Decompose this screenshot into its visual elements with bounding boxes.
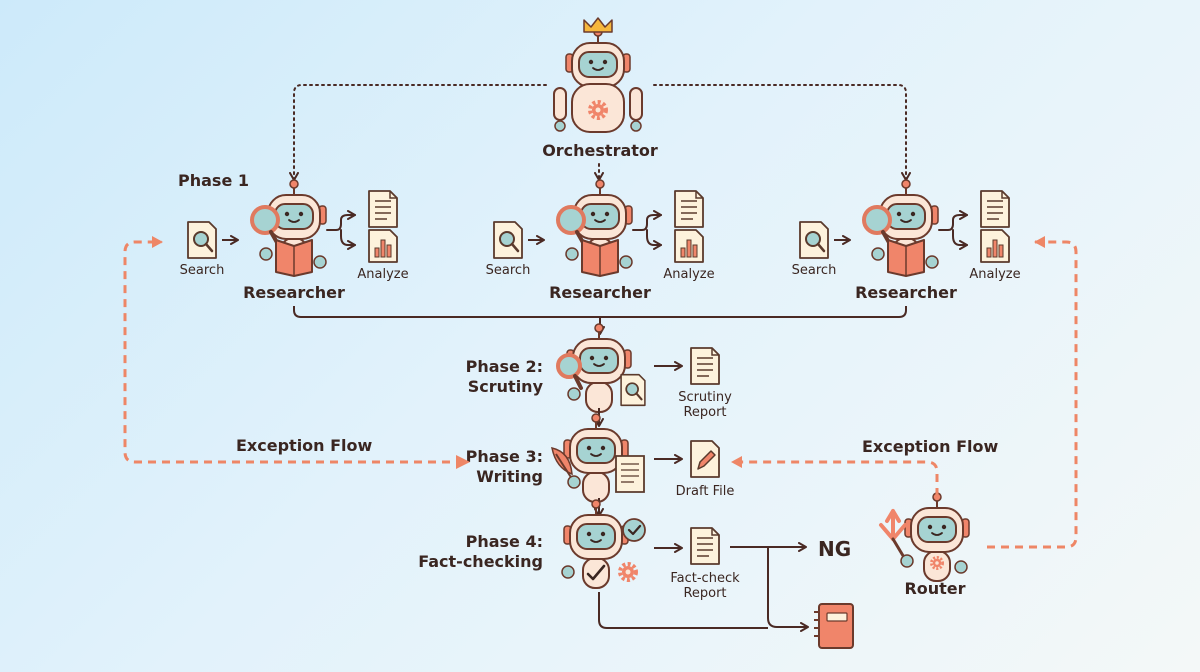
phase-3-sublabel: Writing	[476, 467, 543, 486]
scrutiny-report-label: Scrutiny	[678, 390, 732, 405]
phase-2-sublabel: Scrutiny	[468, 377, 544, 396]
fact-check-report-icon	[690, 527, 720, 565]
search-doc-icon	[798, 220, 830, 260]
router-robot-icon	[879, 492, 970, 582]
phase-1-label: Phase 1	[178, 171, 249, 190]
exception-flow-left-arrowhead	[456, 455, 470, 469]
orchestrator-to-researcher-3-connector	[653, 84, 911, 181]
draft-file-label: Draft File	[676, 484, 735, 499]
writer-robot-icon	[551, 413, 645, 503]
exception-flow-right-to-phase1-connector	[987, 236, 1078, 549]
orchestrator-robot	[553, 17, 643, 133]
researcher-robot-icon	[864, 180, 938, 276]
notebook-icon	[814, 603, 854, 649]
ng-label: NG	[818, 537, 851, 561]
scrutiny-robot-icon	[556, 323, 646, 413]
fact-check-report-sublabel: Report	[683, 586, 726, 601]
chart-doc-icon	[980, 229, 1010, 263]
orchestrator-to-researcher-1-connector	[289, 84, 547, 181]
scrutiny-report-sublabel: Report	[683, 405, 726, 420]
exception-flow-right-label: Exception Flow	[862, 437, 999, 456]
search-label: Search	[180, 263, 225, 278]
fact-checker-robot-icon	[561, 499, 646, 589]
phase-4-sublabel: Fact-checking	[418, 552, 543, 571]
branch-icon	[327, 215, 355, 245]
researcher-robot-icon	[558, 180, 632, 276]
router-label: Router	[904, 579, 965, 598]
chart-doc-icon	[368, 229, 398, 263]
exception-flow-left-label: Exception Flow	[236, 436, 373, 455]
researcher-label: Researcher	[549, 283, 651, 302]
branch-icon	[633, 215, 661, 245]
document-icon	[674, 190, 704, 228]
chart-doc-icon	[674, 229, 704, 263]
branch-icon	[939, 215, 967, 245]
search-doc-icon	[186, 220, 218, 260]
researcher-group-3: Search Analyze Researcher	[792, 180, 1021, 302]
orchestrator-label: Orchestrator	[542, 141, 658, 160]
search-label: Search	[792, 263, 837, 278]
document-icon	[980, 190, 1010, 228]
document-icon	[368, 190, 398, 228]
phase-4-label: Phase 4:	[466, 532, 543, 551]
fact-check-report-label: Fact-check	[670, 571, 740, 586]
branch-to-notebook-connector	[767, 547, 809, 632]
analyze-label: Analyze	[357, 267, 408, 282]
phase-3-label: Phase 3:	[466, 447, 543, 466]
researcher-label: Researcher	[243, 283, 345, 302]
exception-flow-right-to-draft-connector	[731, 456, 939, 496]
phase-4-to-notebook-connector	[598, 592, 768, 629]
researcher-group-2: Search Analyze Researcher	[486, 180, 715, 302]
researcher-robot-icon	[252, 180, 326, 276]
phase-2-label: Phase 2:	[466, 357, 543, 376]
search-label: Search	[486, 263, 531, 278]
researcher-group-1: Search Analyze Researcher	[180, 180, 409, 302]
researchers-merge-connector	[293, 306, 907, 318]
analyze-label: Analyze	[969, 267, 1020, 282]
analyze-label: Analyze	[663, 267, 714, 282]
search-doc-icon	[492, 220, 524, 260]
draft-file-icon	[690, 440, 720, 478]
scrutiny-report-icon	[690, 347, 720, 385]
researcher-label: Researcher	[855, 283, 957, 302]
